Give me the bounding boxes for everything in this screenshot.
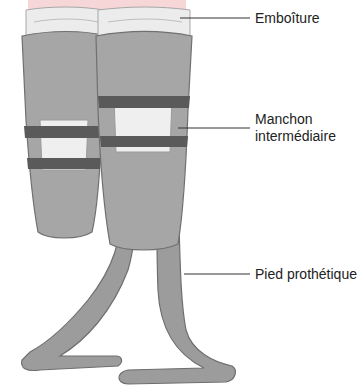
strap-left xyxy=(24,126,104,138)
strap-right xyxy=(100,136,188,147)
part-label: Manchon intermédiaire xyxy=(254,111,356,145)
strap-left xyxy=(27,158,101,169)
part-label: Pied prothétique xyxy=(254,266,358,283)
part-label: Emboîture xyxy=(254,10,321,27)
socket-left xyxy=(22,32,106,239)
strap-right xyxy=(98,96,190,108)
leader-line xyxy=(178,128,250,129)
socket-right xyxy=(96,32,192,251)
leader-line xyxy=(184,274,250,275)
leader-line xyxy=(180,18,250,19)
